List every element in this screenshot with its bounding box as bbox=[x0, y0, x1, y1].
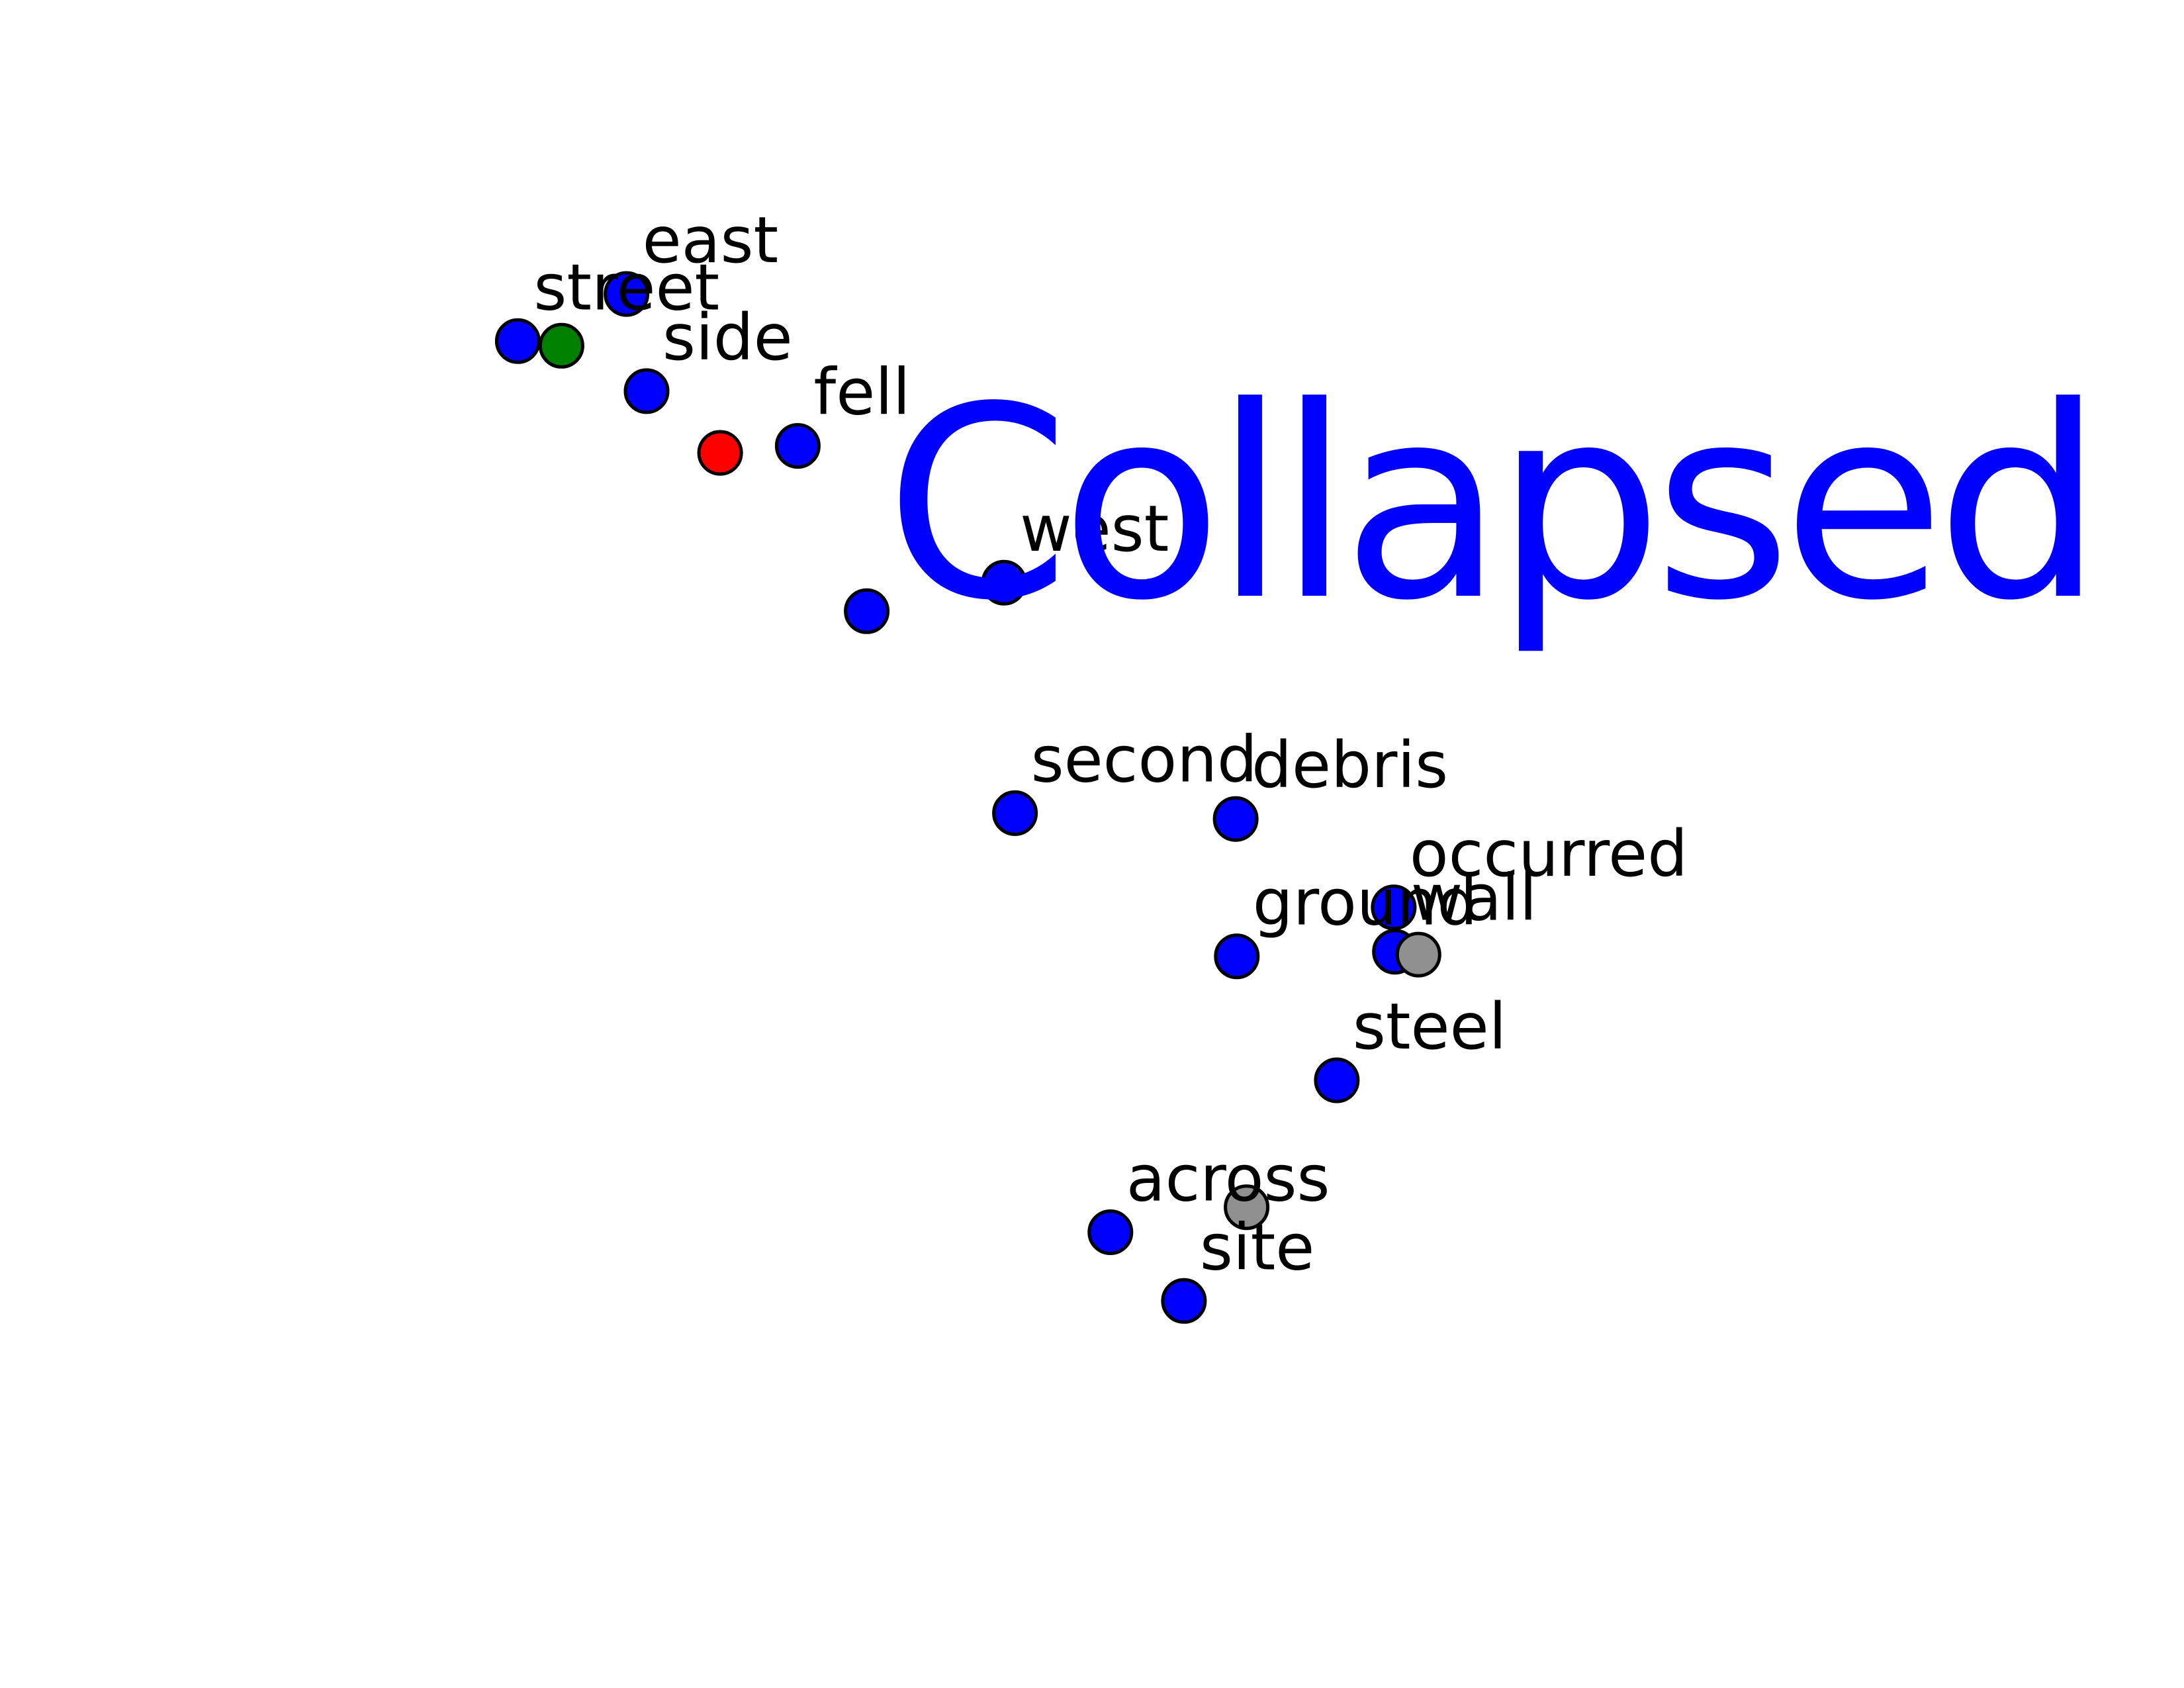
point-street bbox=[494, 318, 541, 364]
point-14 bbox=[538, 322, 584, 369]
point-label-west: west bbox=[1020, 492, 1169, 566]
point-west bbox=[981, 559, 1027, 606]
point-east bbox=[604, 271, 650, 317]
point-15 bbox=[697, 430, 743, 476]
point-17 bbox=[1224, 1184, 1270, 1231]
point-label-across: across bbox=[1126, 1142, 1330, 1216]
point-across bbox=[1087, 1209, 1134, 1255]
point-ground bbox=[1214, 933, 1260, 980]
point-5 bbox=[844, 588, 890, 634]
point-fell bbox=[774, 423, 821, 469]
point-site bbox=[1161, 1278, 1207, 1324]
point-label-occurred: occurred bbox=[1410, 817, 1688, 891]
chart-title: Collapsed bbox=[885, 351, 2095, 659]
point-label-debris: debris bbox=[1251, 728, 1448, 802]
point-label-ground: ground bbox=[1253, 866, 1478, 940]
points-layer bbox=[494, 271, 1441, 1324]
point-label-street: street bbox=[533, 250, 719, 324]
point-label-side: side bbox=[662, 301, 793, 375]
point-label-wall: wall bbox=[1411, 861, 1537, 935]
point-debris bbox=[1212, 796, 1259, 842]
point-label-steel: steel bbox=[1353, 990, 1506, 1064]
point-second bbox=[992, 790, 1038, 836]
point-label-second: second bbox=[1031, 722, 1257, 796]
point-label-site: site bbox=[1200, 1210, 1314, 1284]
point-label-fell: fell bbox=[813, 355, 910, 430]
point-label-east: east bbox=[643, 203, 779, 277]
point-side bbox=[623, 368, 670, 414]
point-occurred bbox=[1371, 884, 1417, 931]
point-steel bbox=[1314, 1057, 1360, 1103]
point-16 bbox=[1395, 931, 1441, 978]
